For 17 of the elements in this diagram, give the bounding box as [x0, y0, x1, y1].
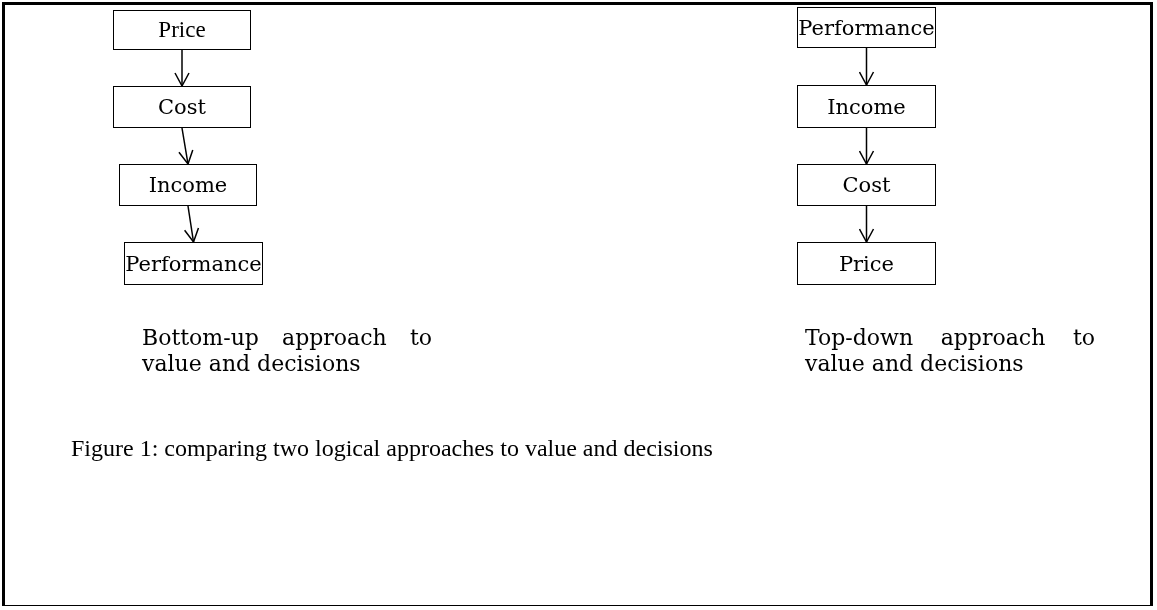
approach-heading: Top-down approach to value and decisions [805, 325, 1095, 377]
arrow [174, 49, 190, 87]
arrow [858, 127, 875, 165]
process-box: Performance [797, 7, 936, 48]
arrow [858, 205, 875, 243]
process-box: Price [113, 10, 251, 50]
arrow [178, 127, 194, 165]
process-box: Income [119, 164, 257, 206]
process-box: Income [797, 85, 936, 128]
arrow [858, 47, 875, 86]
approach-heading: Bottom-up approach to value and decisions [142, 325, 432, 377]
process-box: Cost [797, 164, 936, 206]
process-box: Performance [124, 242, 263, 285]
figure-caption: Figure 1: comparing two logical approaches to value and decisions [71, 435, 713, 462]
process-box: Price [797, 242, 936, 285]
process-box: Cost [113, 86, 251, 128]
arrow [183, 205, 200, 243]
